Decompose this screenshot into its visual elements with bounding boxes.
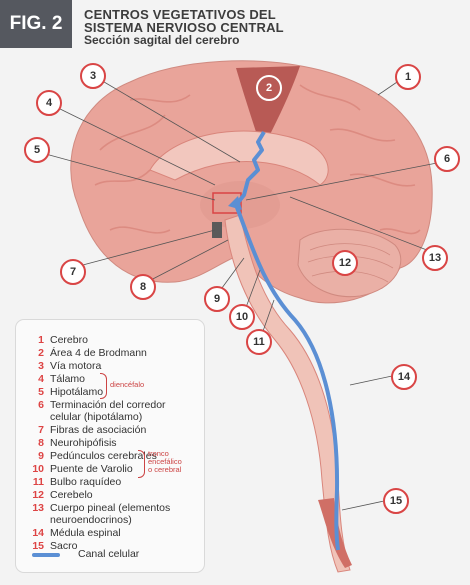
callout-4: 4 <box>36 90 62 116</box>
tronco-brace <box>138 450 145 478</box>
corpus-callosum <box>149 130 329 186</box>
canal-legend-label: Canal celular <box>78 548 140 560</box>
callout-12: 12 <box>332 250 358 276</box>
callout-13: 13 <box>422 245 448 271</box>
canal-legend-swatch <box>32 553 60 557</box>
figure-tab: FIG. 2 <box>0 0 72 48</box>
group-diencefalo: diencéfalo <box>110 380 145 389</box>
title-line-2: SISTEMA NERVIOSO CENTRAL <box>84 20 284 35</box>
gyri-lines <box>94 84 421 235</box>
callout-10: 10 <box>229 304 255 330</box>
diencefalo-brace <box>100 373 107 399</box>
callout-3: 3 <box>80 63 106 89</box>
legend-item: celular (hipotálamo) <box>50 411 143 423</box>
group-tronco-3: o cerebral <box>148 465 182 474</box>
spinal-cord <box>224 214 351 573</box>
callout-7: 7 <box>60 259 86 285</box>
canal-arrow <box>228 196 242 210</box>
leader-lines <box>41 78 438 511</box>
neurohypophysis-mark <box>212 222 222 238</box>
title-line-1: CENTROS VEGETATIVOS DEL <box>84 7 276 22</box>
hypothalamus-box <box>212 192 242 214</box>
group-tronco-1: tronco <box>148 449 169 458</box>
callout-9: 9 <box>204 286 230 312</box>
callout-14: 14 <box>391 364 417 390</box>
figure-subtitle: Sección sagital del cerebro <box>84 33 240 47</box>
callout-15: 15 <box>383 488 409 514</box>
callout-1: 1 <box>395 64 421 90</box>
callout-11: 11 <box>246 329 272 355</box>
callout-5: 5 <box>24 137 50 163</box>
motor-area-region <box>236 66 300 150</box>
callout-6: 6 <box>434 146 460 172</box>
callout-2: 2 <box>256 75 282 101</box>
figure-title: CENTROS VEGETATIVOS DEL SISTEMA NERVIOSO… <box>84 8 284 47</box>
legend-item: neuroendocrinos) <box>50 514 132 526</box>
group-tronco-2: encefálico <box>148 457 182 466</box>
callout-8: 8 <box>130 274 156 300</box>
